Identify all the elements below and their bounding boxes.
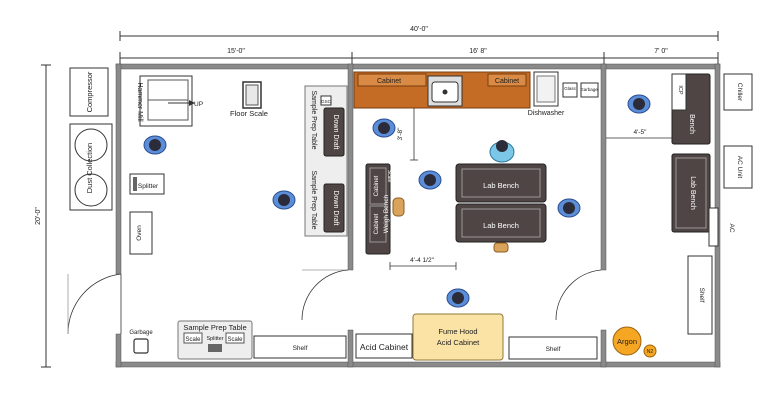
icp-bench: ICP Bench	[671, 73, 711, 145]
dim-room2-width: 16' 8"	[469, 48, 487, 55]
ac-wall-unit: AC	[708, 207, 735, 247]
svg-text:Acid Cabinet: Acid Cabinet	[360, 342, 409, 352]
lab-bench-center: Lab Bench Lab Bench	[455, 163, 547, 243]
svg-text:Dishwasher: Dishwasher	[528, 110, 565, 117]
ac-unit: AC Unit	[723, 145, 753, 189]
weigh-bench: Cabinet Cabinet Weigh Bench Scale	[365, 163, 392, 255]
svg-text:Hammer Mill: Hammer Mill	[136, 82, 143, 122]
svg-text:Down Draft: Down Draft	[332, 190, 339, 225]
lab-bench-right: Lab Bench	[671, 153, 711, 233]
svg-text:Scale: Scale	[386, 170, 392, 183]
svg-text:Argon: Argon	[617, 337, 637, 346]
dimension-lines	[41, 31, 719, 368]
svg-text:Scale: Scale	[185, 337, 201, 343]
svg-text:Sample Prep Table: Sample Prep Table	[310, 170, 317, 229]
svg-text:Lab Bench: Lab Bench	[483, 221, 519, 230]
svg-text:Sample Prep Table: Sample Prep Table	[310, 90, 317, 149]
svg-text:Compressor: Compressor	[85, 71, 94, 112]
svg-text:UP: UP	[194, 101, 203, 108]
svg-text:GSC: GSC	[321, 99, 332, 104]
shelf-room2: Shelf	[508, 336, 598, 360]
fume-hood: Fume Hood Acid Cabinet	[412, 313, 504, 361]
svg-text:Dust Collection: Dust Collection	[85, 143, 94, 193]
dim-room1-width: 15'-0"	[227, 48, 245, 55]
svg-text:Lab Bench: Lab Bench	[483, 181, 519, 190]
svg-text:Bench: Bench	[688, 114, 695, 134]
svg-text:Glass: Glass	[564, 86, 576, 91]
svg-text:Garbage: Garbage	[580, 87, 598, 92]
floor-scale: Floor Scale	[230, 81, 268, 118]
svg-text:Shelf: Shelf	[546, 346, 561, 353]
svg-text:Sample Prep Table: Sample Prep Table	[183, 323, 246, 332]
dim-gap-sink: 3'-8"	[397, 127, 404, 141]
svg-text:Oven: Oven	[136, 225, 143, 241]
argon-tank: Argon	[612, 326, 642, 356]
cabinet-sink-counter: Cabinet Cabinet	[353, 71, 531, 109]
garbage-room2: Garbage	[580, 82, 599, 98]
svg-text:Shelf: Shelf	[698, 288, 705, 303]
sample-prep-table-lower: Sample Prep Table Scale Splitter Scale	[177, 320, 253, 360]
dishwasher: Dishwasher	[528, 71, 565, 117]
garbage-room1: Garbage	[129, 330, 153, 354]
people	[143, 94, 651, 308]
svg-text:Splitter: Splitter	[138, 183, 159, 190]
chairs	[392, 197, 509, 253]
chiller: Chiller	[723, 73, 753, 111]
dim-gap-bench: 4'-4 1/2"	[410, 257, 434, 264]
svg-text:Splitter: Splitter	[206, 336, 223, 342]
svg-text:Floor Scale: Floor Scale	[230, 109, 268, 118]
dim-overall-width: 40'-0"	[410, 26, 428, 33]
svg-text:Down Draft: Down Draft	[332, 114, 339, 149]
svg-text:Shelf: Shelf	[293, 345, 308, 352]
svg-text:N2: N2	[647, 349, 654, 355]
svg-text:ICP: ICP	[677, 85, 683, 95]
svg-text:Cabinet: Cabinet	[495, 78, 519, 85]
oven: Oven	[129, 211, 153, 255]
svg-text:Lab Bench: Lab Bench	[689, 176, 696, 210]
acid-cabinet: Acid Cabinet	[355, 333, 413, 359]
shelf-room3: Shelf	[687, 255, 713, 335]
shelf-room1: Shelf	[253, 335, 347, 359]
dim-room3-width: 7' 0"	[654, 48, 668, 55]
n2-tank: N2	[643, 344, 657, 358]
svg-text:AC: AC	[728, 223, 735, 232]
door-swings	[67, 269, 602, 335]
dim-overall-depth: 20'-0"	[35, 207, 42, 225]
hammer-mill: Hammer Mill UP	[136, 75, 203, 127]
svg-text:Acid Cabinet: Acid Cabinet	[437, 338, 480, 347]
svg-text:AC Unit: AC Unit	[736, 156, 743, 179]
svg-text:Weigh Bench: Weigh Bench	[383, 194, 390, 233]
svg-text:Cabinet: Cabinet	[374, 213, 380, 234]
svg-text:Garbage: Garbage	[129, 330, 153, 336]
dim-gap-right: 4'-5"	[634, 129, 648, 136]
svg-text:Cabinet: Cabinet	[374, 175, 380, 196]
svg-text:Chiller: Chiller	[736, 83, 743, 102]
compressor: Compressor	[69, 67, 109, 117]
splitter: Splitter	[129, 173, 165, 195]
sample-prep-table-upper: Sample Prep Table Sample Prep Table GSC …	[304, 85, 348, 237]
svg-text:Fume Hood: Fume Hood	[438, 327, 477, 336]
svg-text:Cabinet: Cabinet	[377, 78, 401, 85]
glass-bin: Glass	[562, 82, 578, 98]
dust-collection: Dust Collection	[69, 123, 113, 211]
dimension-markers-room2	[389, 108, 673, 270]
svg-text:Scale: Scale	[227, 337, 243, 343]
